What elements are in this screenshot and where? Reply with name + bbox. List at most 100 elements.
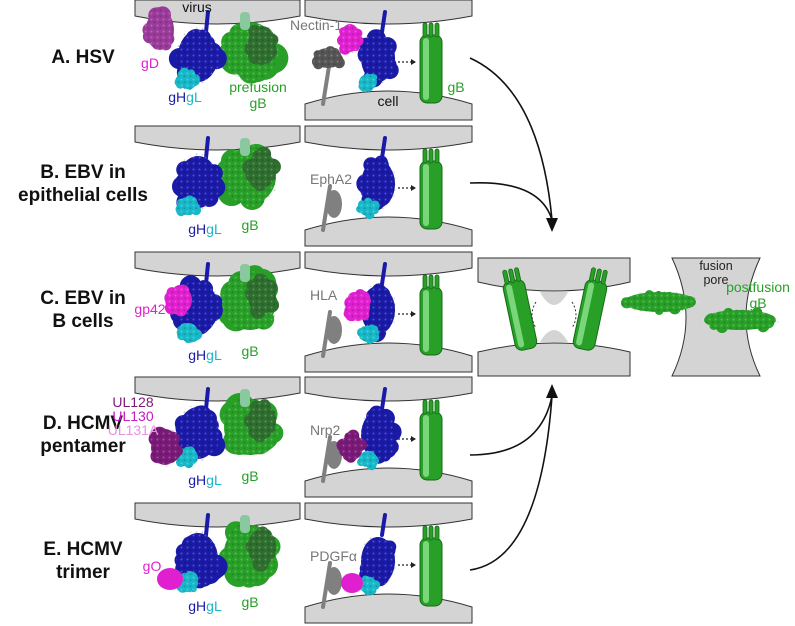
cell-membrane — [304, 467, 473, 498]
virus-label: virus — [182, 0, 212, 15]
gL-blob — [174, 67, 200, 90]
gL-blob-bound — [356, 324, 380, 345]
arrow-head-down — [546, 218, 558, 232]
receptor-head — [326, 316, 342, 344]
gO-blob — [157, 568, 183, 590]
cell-membrane — [304, 342, 473, 373]
prefusion-gB-dark — [245, 273, 280, 319]
panel-fusion-intermediate — [477, 257, 631, 377]
gB-post-attachment-stalk — [422, 22, 428, 38]
prefusion-gB-dark — [244, 24, 279, 66]
gB-post-attachment-highlight — [423, 290, 429, 352]
postfusion-label: postfusion — [726, 279, 790, 295]
gB-extended-right-stalk — [600, 269, 608, 285]
row-title-line: C. EBV in — [40, 288, 126, 309]
bend-arrow-left — [531, 301, 537, 329]
gB-post-attachment-stalk — [422, 525, 428, 541]
gD-blob-texture — [144, 8, 176, 52]
row-title: A. HSV — [51, 47, 115, 68]
gL-blob — [176, 322, 203, 344]
row-title-line: pentamer — [40, 436, 126, 457]
gO-label: gO — [143, 558, 162, 574]
gB-post-attachment-stalk — [434, 399, 440, 415]
gB-post-attachment-highlight — [423, 38, 429, 100]
gB-post-attachment-stalk — [434, 148, 440, 164]
gH-anchor — [204, 10, 210, 34]
gp42-bound — [343, 288, 372, 323]
gB-extended-right — [572, 267, 608, 351]
row-title-line: D. HCMV — [43, 413, 124, 434]
gB-extended-right-highlight — [576, 282, 595, 346]
row-title-line: A. HSV — [51, 47, 115, 68]
fusion-pore-label: pore — [703, 273, 728, 287]
gH-anchor — [380, 387, 387, 411]
gp42-bound-texture — [344, 291, 372, 323]
converging-arrow — [469, 182, 553, 221]
gB-stalk — [240, 138, 250, 156]
gB-right — [572, 267, 608, 351]
panel-receptor-bound: PDGFα — [304, 502, 473, 624]
gHgL-label: gHgL — [188, 347, 222, 363]
UL131A-label: UL131A — [108, 422, 159, 438]
cell-membrane — [304, 216, 473, 247]
virus-membrane — [304, 125, 473, 151]
gH-blob-bound-texture — [359, 31, 397, 85]
gp42-blob — [164, 284, 194, 317]
virus-membrane — [304, 0, 473, 25]
movement-arrow-head — [411, 562, 416, 568]
gH-anchor — [380, 513, 387, 537]
row-title: C. EBV inB cells — [40, 288, 126, 332]
gB-extended-right-stalk — [589, 267, 596, 282]
receptor-label: Nrp2 — [310, 422, 341, 438]
cell-membrane — [477, 342, 631, 377]
gB-post-attachment-stalk — [428, 148, 434, 164]
gL-blob-bound-texture — [358, 199, 378, 217]
gHgL-label: gHgL — [188, 472, 222, 488]
gL-blob-bound-texture — [358, 73, 378, 91]
gB-post-attachment — [419, 399, 443, 481]
gB-extended-left-highlight — [506, 284, 525, 348]
movement-arrow — [398, 436, 416, 442]
gH-anchor — [204, 513, 210, 537]
virus-membrane — [134, 376, 301, 402]
gB-label: gB — [241, 343, 258, 359]
row-title-line: E. HCMV — [43, 539, 123, 560]
virus-membrane — [477, 257, 631, 292]
gB-post-attachment-stalk — [422, 148, 428, 164]
postfusion-gB-left — [620, 290, 700, 315]
converging-arrow — [469, 395, 553, 571]
gB-stalk — [240, 515, 250, 533]
membrane-stalk-top — [540, 292, 568, 305]
receptor-label: EphA2 — [310, 171, 352, 187]
UL-complex-blob-texture — [149, 427, 181, 467]
prefusion-gB-dark — [245, 526, 278, 572]
receptor-label: HLA — [310, 287, 338, 303]
gD-bound — [336, 22, 364, 55]
UL128-label: UL128 — [112, 394, 153, 410]
membrane-stalk-bottom — [540, 330, 568, 342]
virus-membrane — [304, 376, 473, 402]
row-title-line: trimer — [56, 562, 110, 583]
row-title-line: B. EBV in — [40, 162, 126, 183]
gB-post-attachment-stalk — [422, 399, 428, 415]
prefusion-gB-dark-texture — [246, 401, 278, 441]
prefusion-gB-dark-texture — [246, 24, 278, 64]
receptor-head — [326, 567, 342, 595]
fusion-pore-label: fusion — [699, 259, 732, 273]
virus-membrane — [304, 502, 473, 528]
prefusion-gB-dark-texture — [246, 276, 278, 316]
receptor-head — [326, 190, 342, 218]
gH-blob-bound-texture — [359, 534, 397, 588]
prefusion-gB-dark-texture — [246, 150, 278, 190]
gD-label: gD — [141, 55, 159, 71]
gB-post-attachment-stalk — [428, 399, 434, 415]
panel-receptor-bound: EphA2 — [304, 125, 473, 247]
converging-arrow — [469, 395, 553, 456]
